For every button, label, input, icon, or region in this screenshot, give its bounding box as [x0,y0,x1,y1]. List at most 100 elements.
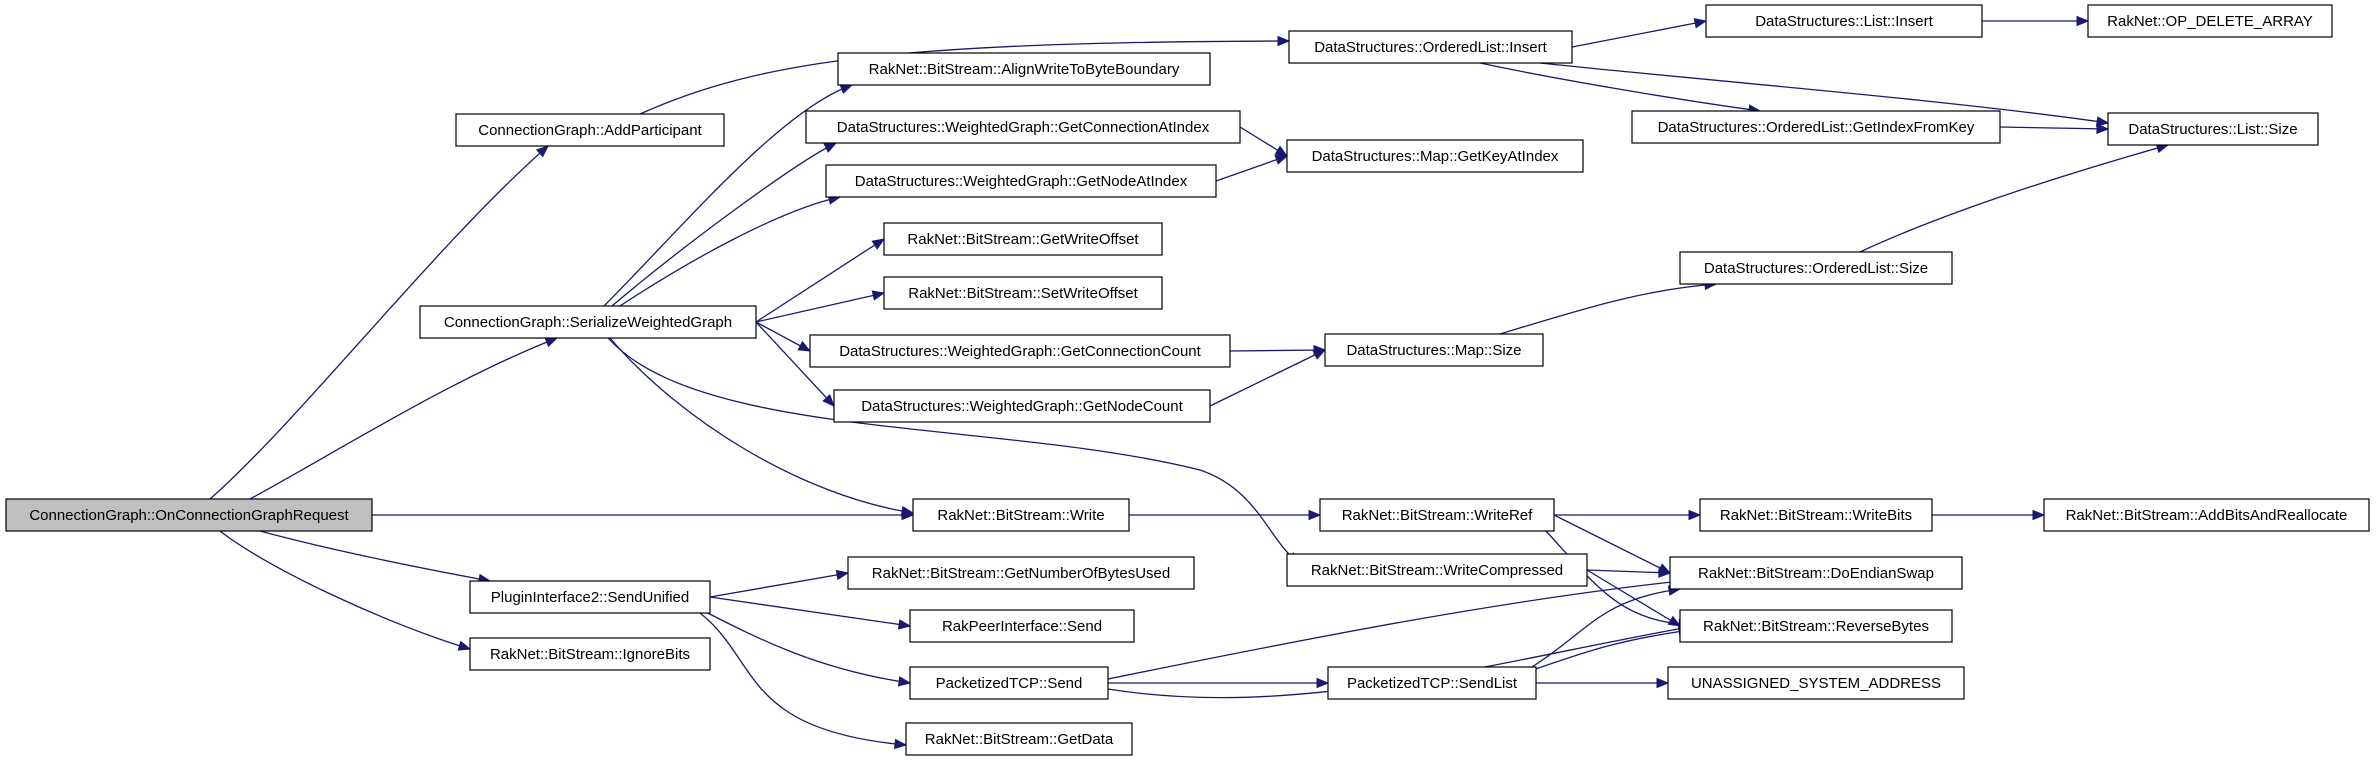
function-node-label: RakNet::BitStream::WriteCompressed [1311,562,1563,579]
function-node[interactable]: RakNet::OP_DELETE_ARRAY [2087,4,2333,38]
function-node[interactable]: RakNet::BitStream::WriteBits [1699,498,1933,532]
function-node-label: RakNet::BitStream::GetNumberOfBytesUsed [872,565,1170,582]
function-node-label: RakNet::BitStream::SetWriteOffset [908,285,1138,302]
function-node-label: DataStructures::OrderedList::GetIndexFro… [1658,119,1975,136]
function-node-box [1679,251,1953,285]
function-node[interactable]: DataStructures::WeightedGraph::GetConnec… [805,110,1241,144]
function-node-label: RakNet::BitStream::AlignWriteToByteBound… [869,61,1180,78]
function-node[interactable]: ConnectionGraph::AddParticipant [455,113,725,147]
function-node-box [469,637,711,671]
function-node[interactable]: RakNet::BitStream::AddBitsAndReallocate [2043,498,2370,532]
function-node[interactable]: DataStructures::Map::GetKeyAtIndex [1286,139,1584,173]
function-node-label: RakNet::BitStream::ReverseBytes [1703,618,1929,635]
call-edge [209,145,549,500]
function-node[interactable]: PacketizedTCP::SendList [1327,666,1537,700]
function-node-box [1679,609,1953,643]
function-node-box [1705,4,1983,38]
call-edge [1539,62,2109,124]
call-edge-arrowhead [1316,677,1330,689]
call-edge [1999,126,2109,130]
function-node[interactable]: RakNet::BitStream::Write [912,498,1130,532]
call-edge-arrowhead [2032,509,2046,521]
function-node[interactable]: RakNet::BitStream::GetWriteOffset [883,222,1163,256]
function-node-box [2087,4,2333,38]
call-edge-arrowhead [1277,35,1291,47]
function-node-box [809,334,1231,368]
function-node-box [1631,110,2001,144]
function-node[interactable]: PluginInterface2::SendUnified [469,580,711,614]
call-edge [755,238,885,323]
function-node-box [847,556,1195,590]
function-node[interactable]: DataStructures::WeightedGraph::GetConnec… [809,334,1231,368]
function-node[interactable]: RakNet::BitStream::SetWriteOffset [883,276,1163,310]
function-node-label: DataStructures::OrderedList::Size [1704,260,1928,277]
call-edge-arrowhead [823,142,838,153]
call-edge [1545,530,1691,626]
call-edge [219,530,471,650]
function-node[interactable]: DataStructures::Map::Size [1324,333,1544,367]
function-node-box [1319,498,1555,532]
call-edge-arrowhead [1656,677,1670,689]
function-node-box [912,498,1130,532]
function-node[interactable]: UNASSIGNED_SYSTEM_ADDRESS [1667,666,1965,700]
call-edge [699,608,911,684]
function-node[interactable]: DataStructures::OrderedList::GetIndexFro… [1631,110,2001,144]
function-node[interactable]: RakNet::BitStream::IgnoreBits [469,637,711,671]
function-node-label: RakNet::OP_DELETE_ARRAY [2107,13,2313,30]
call-edge [699,612,907,746]
function-node-box [833,389,1211,423]
function-node[interactable]: ConnectionGraph::SerializeWeightedGraph [419,305,757,339]
function-node-label: DataStructures::WeightedGraph::GetNodeCo… [861,398,1183,415]
call-edge [755,292,885,323]
function-node[interactable]: DataStructures::OrderedList::Size [1679,251,1953,285]
call-edge-arrowhead [1274,145,1289,157]
function-node-label: RakPeerInterface::Send [942,618,1102,635]
function-node[interactable]: DataStructures::List::Size [2107,112,2319,146]
function-node-box [883,276,1163,310]
function-node[interactable]: RakNet::BitStream::GetData [905,722,1133,756]
function-node-label: RakNet::BitStream::WriteRef [1342,507,1533,524]
function-node[interactable]: RakPeerInterface::Send [909,609,1135,643]
function-node[interactable]: DataStructures::WeightedGraph::GetNodeCo… [833,389,1211,423]
call-edge-arrowhead [2096,123,2110,135]
call-edge [607,337,1301,564]
function-node-label: ConnectionGraph::SerializeWeightedGraph [444,314,732,331]
call-edge-arrowhead [1312,349,1327,360]
function-node[interactable]: PacketizedTCP::Send [909,666,1109,700]
call-edge-arrowhead [1693,18,1708,29]
function-node-box [1286,553,1588,587]
function-node-label: DataStructures::List::Insert [1755,13,1933,30]
function-node-box [909,666,1109,700]
root-function-node[interactable]: ConnectionGraph::OnConnectionGraphReques… [5,498,373,532]
function-node[interactable]: RakNet::BitStream::WriteRef [1319,498,1555,532]
function-node-box [883,222,1163,256]
function-node[interactable]: DataStructures::OrderedList::Insert [1288,30,1573,64]
function-node[interactable]: RakNet::BitStream::AlignWriteToByteBound… [837,52,1211,86]
call-edge-arrowhead [535,145,549,158]
function-node-box [419,305,757,339]
function-node[interactable]: DataStructures::List::Insert [1705,4,1983,38]
function-node[interactable]: DataStructures::WeightedGraph::GetNodeAt… [825,164,1217,198]
function-node-label: DataStructures::WeightedGraph::GetConnec… [837,119,1210,136]
function-node[interactable]: RakNet::BitStream::ReverseBytes [1679,609,1953,643]
function-node-box [1669,556,1963,590]
function-node-label: RakNet::BitStream::Write [937,507,1104,524]
function-node-label: PacketizedTCP::Send [936,675,1083,692]
function-node[interactable]: RakNet::BitStream::WriteCompressed [1286,553,1588,587]
function-node-label: DataStructures::Map::Size [1346,342,1521,359]
call-edge [1479,62,1761,112]
function-node[interactable]: RakNet::BitStream::GetNumberOfBytesUsed [847,556,1195,590]
function-node-box [909,609,1135,643]
call-edge-arrowhead [1658,567,1672,578]
function-node[interactable]: RakNet::BitStream::DoEndianSwap [1669,556,1963,590]
function-node-box [1288,30,1573,64]
call-edge [1586,569,1671,574]
function-node-label: DataStructures::Map::GetKeyAtIndex [1312,148,1559,165]
call-edge [1586,569,1681,627]
call-edge [1529,629,1691,672]
function-node-box [805,110,1241,144]
call-edge [259,530,491,582]
call-edge [1209,349,1326,407]
function-node-label: DataStructures::WeightedGraph::GetConnec… [839,343,1201,360]
call-edge-arrowhead [544,337,559,348]
